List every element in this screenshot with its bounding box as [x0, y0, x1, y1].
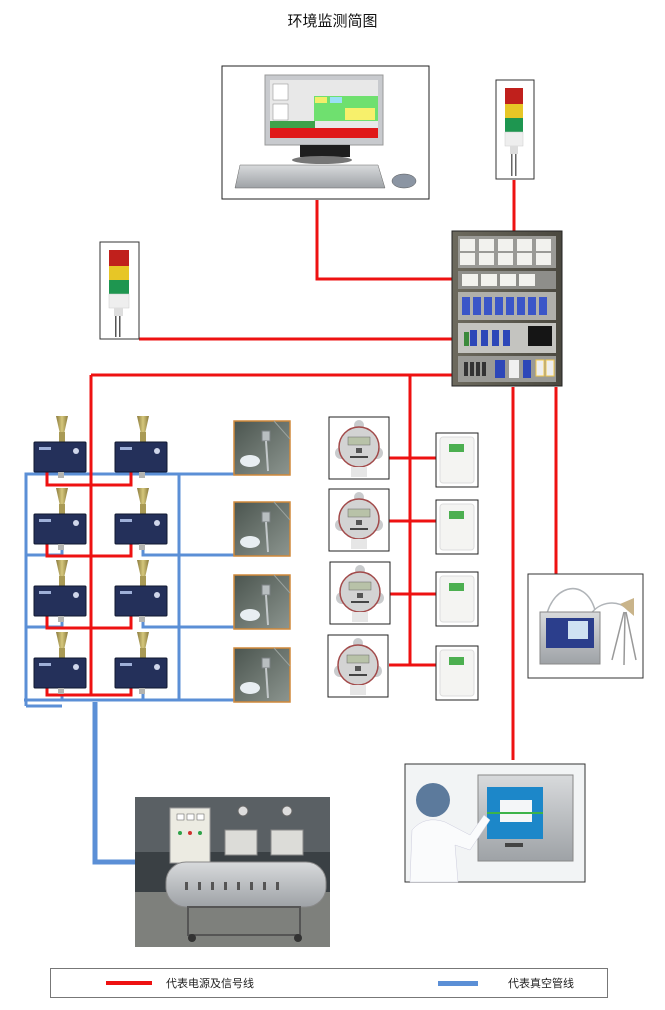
pressure-gauge-2[interactable] [328, 488, 390, 552]
particle-sensor-5[interactable] [33, 559, 87, 623]
legend-swatch-power-signal [106, 981, 152, 985]
particle-sensor-6[interactable] [114, 559, 168, 623]
sampling-head-3[interactable] [233, 574, 291, 630]
light-tower-right[interactable] [495, 79, 535, 180]
temp-humidity-sensor-1[interactable] [435, 432, 479, 488]
temp-humidity-sensor-3[interactable] [435, 571, 479, 627]
particle-sensor-2[interactable] [114, 415, 168, 479]
legend-swatch-vacuum [438, 981, 478, 986]
particle-sensor-8[interactable] [114, 631, 168, 695]
control-cabinet[interactable] [451, 230, 563, 387]
pressure-gauge-3[interactable] [329, 561, 391, 625]
particle-sensor-7[interactable] [33, 631, 87, 695]
line-computer-cabinet [315, 200, 453, 281]
pressure-gauges [327, 416, 391, 698]
legend-label-vacuum: 代表真空管线 [508, 977, 574, 990]
power-signal-lines [45, 180, 558, 760]
diagram-title: 环境监测简图 [287, 12, 378, 30]
particle-sensor-3[interactable] [33, 487, 87, 551]
light-tower-left[interactable] [99, 241, 140, 340]
pressure-gauge-4[interactable] [327, 634, 389, 698]
sampling-head-4[interactable] [233, 647, 291, 703]
particle-sensor-1[interactable] [33, 415, 87, 479]
sampling-heads [233, 420, 291, 703]
vacuum-line-row1 [24, 472, 240, 706]
touchscreen-terminal[interactable] [404, 763, 586, 883]
particle-sensor-4[interactable] [114, 487, 168, 551]
temp-humidity-sensor-4[interactable] [435, 645, 479, 701]
sampling-head-1[interactable] [233, 420, 291, 476]
sampling-head-2[interactable] [233, 501, 291, 557]
vacuum-main-trunk [92, 702, 137, 865]
temp-humidity-sensor-2[interactable] [435, 499, 479, 555]
pressure-gauge-1[interactable] [328, 416, 390, 480]
monitoring-computer[interactable] [221, 65, 430, 200]
legend-label-power-signal: 代表电源及信号线 [166, 977, 254, 990]
temp-humidity-sensors [435, 432, 479, 701]
legend: 代表电源及信号线 代表真空管线 [50, 968, 608, 998]
portable-particle-counter[interactable] [527, 573, 644, 679]
vacuum-pump-station[interactable] [135, 797, 330, 947]
